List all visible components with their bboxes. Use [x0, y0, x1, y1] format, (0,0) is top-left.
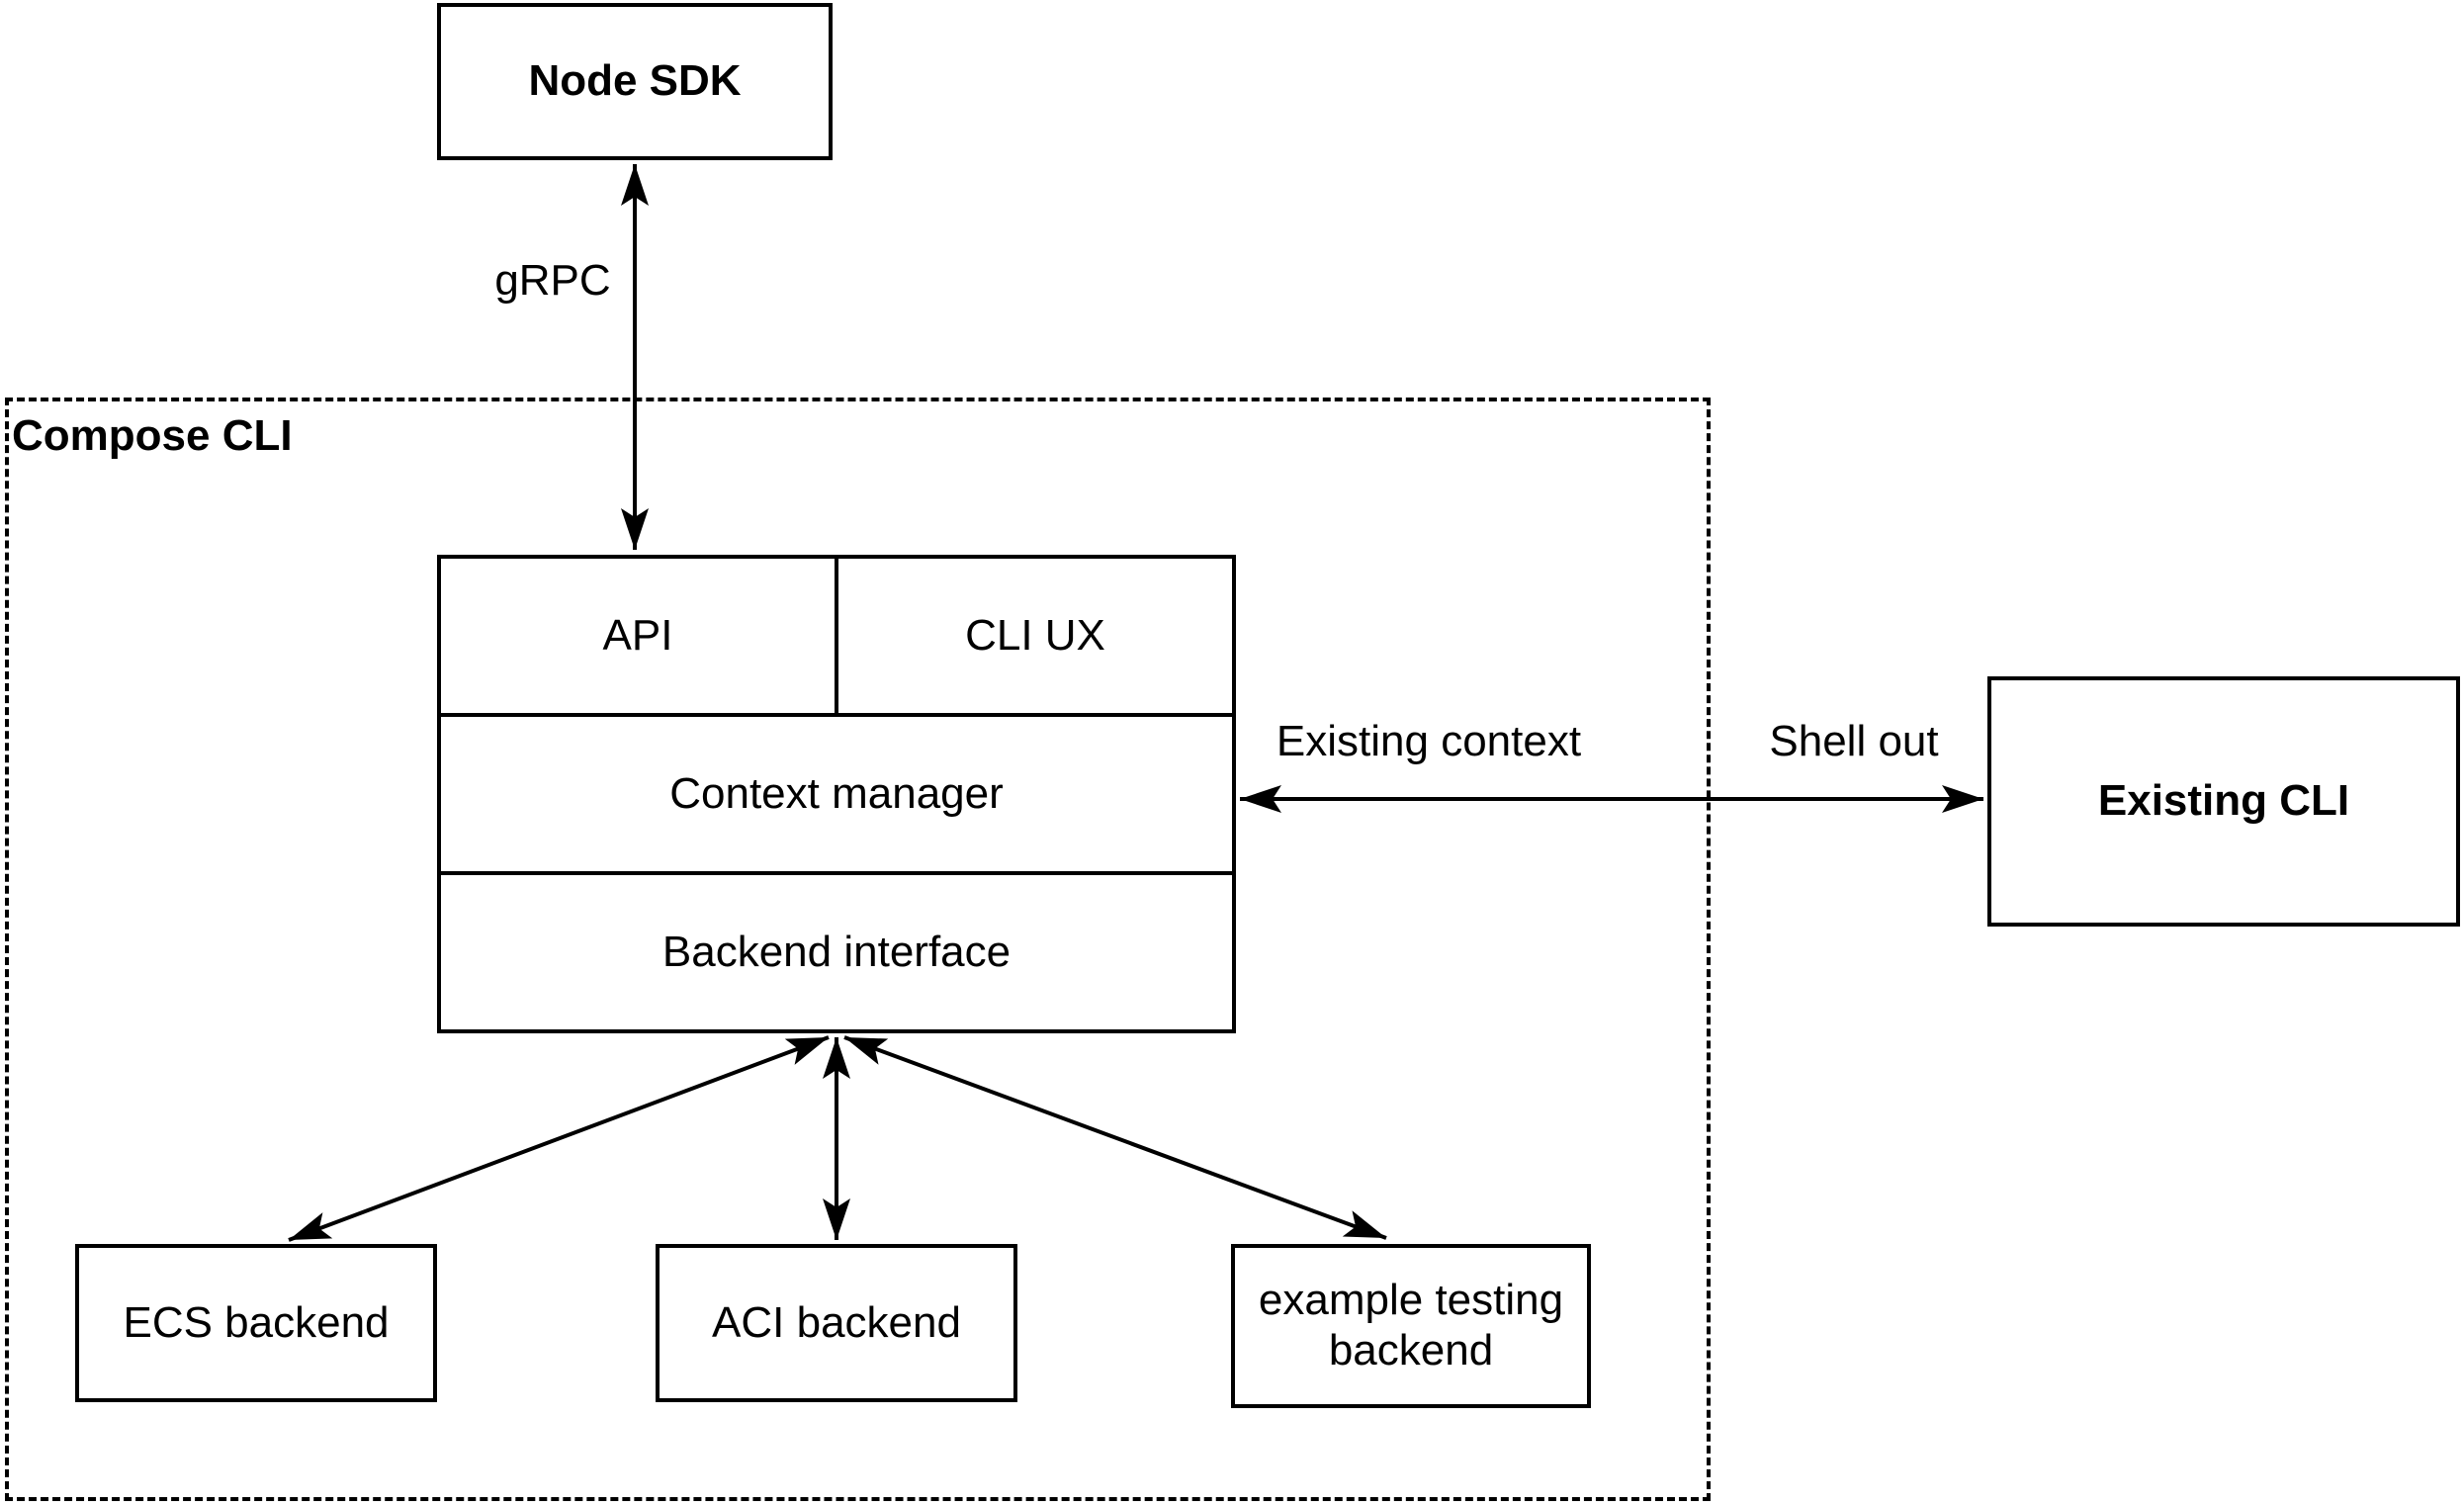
- backend-interface-cell: Backend interface: [441, 871, 1232, 1029]
- cli-ux-cell: CLI UX: [835, 559, 1232, 713]
- compose-cli-group-label: Compose CLI: [12, 411, 293, 460]
- example-testing-backend-label: example testing backend: [1258, 1276, 1564, 1374]
- ecs-backend-box: ECS backend: [75, 1244, 437, 1402]
- stack-row-top: API CLI UX: [441, 559, 1232, 713]
- aci-backend-box: ACI backend: [656, 1244, 1017, 1402]
- aci-backend-label: ACI backend: [712, 1297, 961, 1347]
- context-manager-label: Context manager: [669, 769, 1004, 818]
- api-label: API: [602, 611, 673, 660]
- compose-cli-group: [5, 398, 1711, 1501]
- existing-cli-box: Existing CLI: [1987, 676, 2460, 927]
- api-cell: API: [441, 559, 835, 713]
- node-sdk-box: Node SDK: [437, 3, 833, 160]
- existing-context-edge-label: Existing context: [1276, 717, 1582, 765]
- ecs-backend-label: ECS backend: [123, 1297, 390, 1347]
- node-sdk-label: Node SDK: [528, 56, 742, 106]
- compose-cli-stack: API CLI UX Context manager Backend inter…: [437, 555, 1236, 1033]
- context-manager-cell: Context manager: [441, 713, 1232, 871]
- cli-ux-label: CLI UX: [965, 611, 1105, 660]
- backend-interface-label: Backend interface: [661, 928, 1012, 976]
- grpc-edge-label: gRPC: [494, 256, 611, 305]
- existing-cli-label: Existing CLI: [2097, 776, 2350, 826]
- shell-out-edge-label: Shell out: [1769, 717, 1939, 765]
- example-testing-backend-box: example testing backend: [1231, 1244, 1591, 1408]
